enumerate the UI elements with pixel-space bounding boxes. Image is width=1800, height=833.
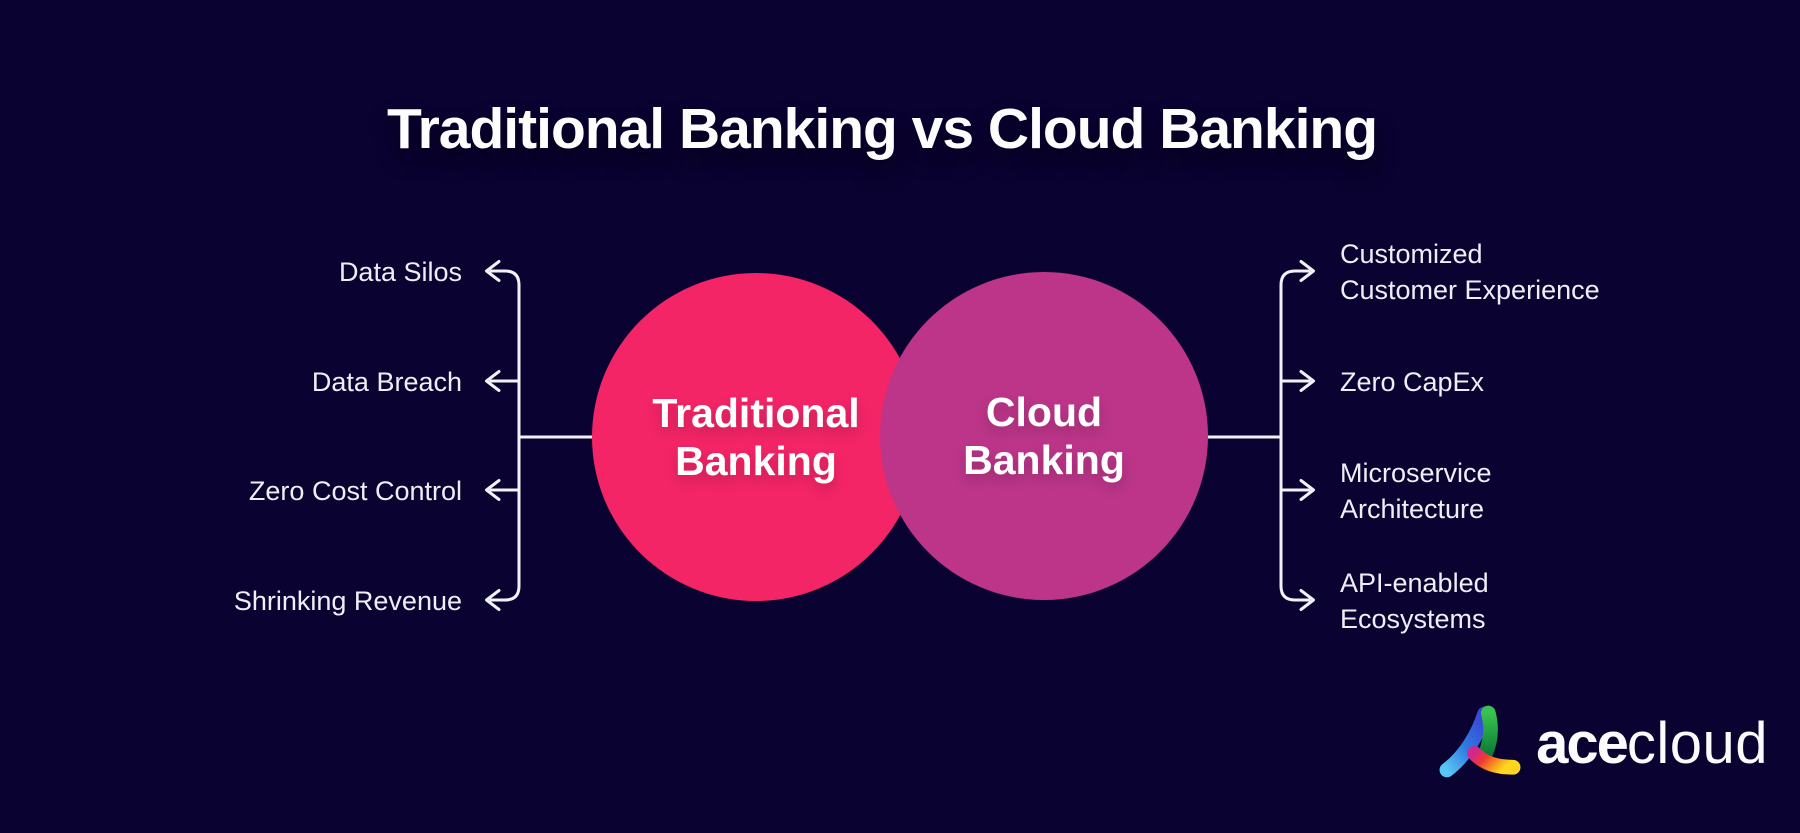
left-arrow-icon <box>485 260 501 282</box>
right-bracket <box>1198 260 1315 611</box>
left-item-shrinking-revenue: Shrinking Revenue <box>233 586 462 616</box>
left-arrow-icon <box>485 370 501 392</box>
right-item-api-enabled-ecosystems: API-enabled Ecosystems <box>1340 568 1489 634</box>
right-item-zero-capex: Zero CapEx <box>1340 367 1485 397</box>
acecloud-logo: acecloud <box>1432 701 1768 793</box>
left-item-data-breach: Data Breach <box>311 367 462 397</box>
traditional-banking-circle: Traditional Banking <box>592 273 920 601</box>
right-item-microservice-architecture: Microservice Architecture <box>1340 458 1492 524</box>
right-item-customized-customer-experience: Customized Customer Experience <box>1340 239 1600 305</box>
left-arrow-icon <box>485 479 501 501</box>
left-item-zero-cost-control: Zero Cost Control <box>248 476 462 506</box>
page-title: Traditional Banking vs Cloud Banking <box>386 97 1378 161</box>
acecloud-wordmark: acecloud <box>1536 715 1768 779</box>
traditional-banking-label: Traditional Banking <box>652 389 860 484</box>
left-item-data-silos: Data Silos <box>338 257 462 287</box>
right-arrow-icon <box>1299 479 1315 501</box>
cloud-banking-label: Cloud Banking <box>963 388 1125 483</box>
right-arrow-icon <box>1299 589 1315 611</box>
right-arrow-icon <box>1299 260 1315 282</box>
logo-text-ace: ace <box>1536 711 1629 776</box>
cloud-banking-circle: Cloud Banking <box>880 272 1208 600</box>
left-bracket <box>485 260 602 611</box>
right-arrow-icon <box>1299 370 1315 392</box>
left-arrow-icon <box>485 589 501 611</box>
acecloud-triangle-icon <box>1439 705 1521 778</box>
logo-text-cloud: cloud <box>1626 711 1768 776</box>
